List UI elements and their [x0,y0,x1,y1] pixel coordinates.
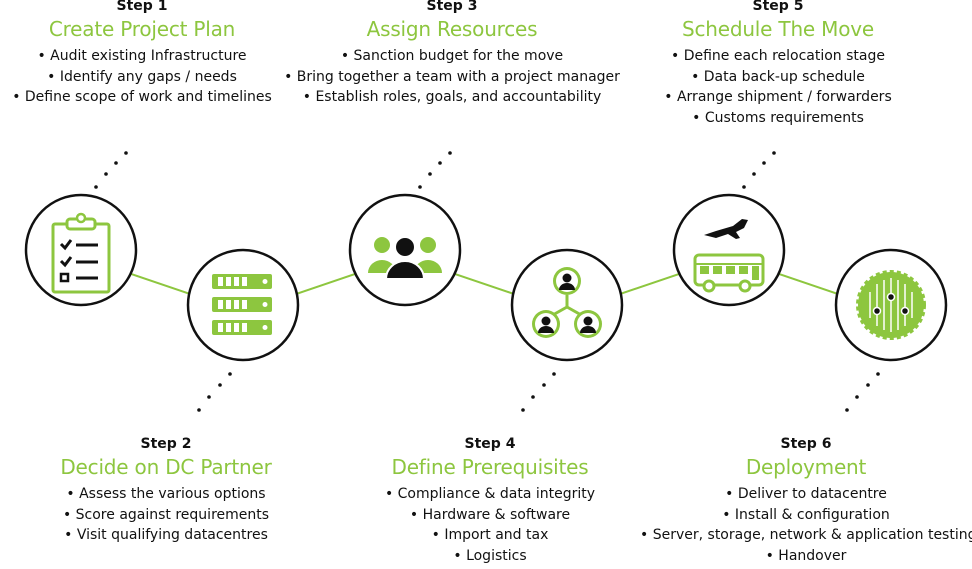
step-bullets: • Compliance & data integrity • Hardware… [360,484,620,566]
bullet-item: • Customs requirements [692,109,864,126]
step-title: Decide on DC Partner [60,455,272,479]
step-label: Step 2 [140,436,192,452]
bullet-item: • Handover [765,547,847,564]
step-3-block: Step 3 Assign Resources • Sanction budge… [276,0,628,108]
bullet-item: • Define each relocation stage [671,48,885,64]
hierarchy-people-icon [532,267,602,338]
bullet-item: • Bring together a team with a project m… [284,68,620,85]
circuit-gear-icon [856,270,926,340]
step-title: Deployment [745,455,867,479]
step-5-block: Step 5 Schedule The Move • Define each r… [640,0,916,128]
bullet-item: • Hardware & software [409,506,571,523]
bullet-item: • Audit existing Infrastructure [37,48,247,64]
bullet-item: • Arrange shipment / forwarders [664,89,892,105]
step-title: Schedule The Move [681,17,875,41]
step-label: Step 3 [426,0,478,14]
bullet-item: • Define scope of work and timelines [12,89,272,105]
dotted-leader-2 [197,372,232,412]
step-title: Define Prerequisites [391,455,589,479]
dotted-leader-4 [521,372,556,412]
bullet-item: • Server, storage, network & application… [640,527,972,543]
bullet-item: • Identify any gaps / needs [47,68,237,85]
bullet-item: • Assess the various options [66,486,266,502]
step-title: Create Project Plan [48,17,236,41]
step-5-circle [672,193,786,307]
bullet-item: • Visit qualifying datacentres [64,527,268,543]
bullet-item: • Logistics [453,547,527,564]
bullet-item: • Establish roles, goals, and accountabi… [302,89,602,105]
step-1-circle [24,193,138,307]
bullet-item: • Deliver to datacentre [725,486,887,502]
bullet-item: • Score against requirements [62,506,270,523]
step-bullets: • Deliver to datacentre • Install & conf… [640,484,972,566]
step-2-block: Step 2 Decide on DC Partner • Assess the… [36,436,296,546]
step-title: Assign Resources [366,17,538,41]
step-bullets: • Audit existing Infrastructure • Identi… [0,46,284,108]
plane-bus-icon [693,219,765,293]
step-label: Step 5 [752,0,804,14]
step-label: Step 1 [116,0,168,14]
server-stack-icon [212,274,272,335]
step-6-block: Step 6 Deployment • Deliver to datacentr… [640,436,972,566]
dotted-leader-3 [418,151,452,189]
step-4-circle [510,248,624,362]
step-1-block: Step 1 Create Project Plan • Audit exist… [0,0,284,108]
bullet-item: • Data back-up schedule [691,68,865,85]
bullet-item: • Sanction budget for the move [340,48,564,64]
step-bullets: • Assess the various options • Score aga… [36,484,296,546]
step-bullets: • Define each relocation stage • Data ba… [640,46,916,128]
clipboard-checklist-icon [51,212,111,294]
step-label: Step 6 [780,436,832,452]
step-2-circle [186,248,300,362]
bullet-item: • Import and tax [431,527,549,543]
team-group-icon [368,236,442,280]
dotted-leader-6 [845,372,880,412]
dotted-leader-5 [742,151,776,189]
dotted-leader-1 [94,151,128,189]
step-4-block: Step 4 Define Prerequisites • Compliance… [360,436,620,566]
step-3-circle [348,193,462,307]
step-6-circle [834,248,948,362]
step-bullets: • Sanction budget for the move • Bring t… [276,46,628,108]
bullet-item: • Install & configuration [722,506,890,523]
bullet-item: • Compliance & data integrity [384,486,596,502]
step-label: Step 4 [464,436,516,452]
